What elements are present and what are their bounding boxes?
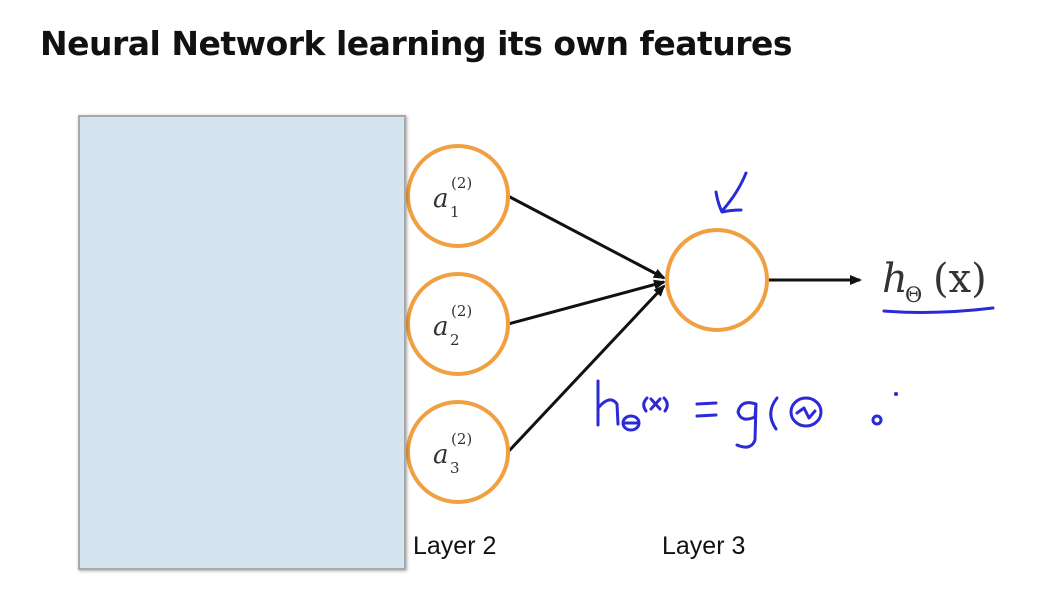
edge-a1-to-output: [507, 194, 666, 280]
svg-text:3: 3: [450, 459, 460, 477]
node-a3: a 3 (2): [406, 400, 510, 504]
svg-text:a: a: [433, 440, 449, 470]
edge-a3-to-output: [506, 284, 666, 454]
slide-title: Neural Network learning its own features: [40, 24, 793, 63]
node-output: [665, 228, 769, 332]
handwritten-equation: [596, 379, 898, 449]
svg-text:Θ: Θ: [905, 283, 922, 307]
svg-text:(2): (2): [451, 302, 472, 320]
svg-text:a: a: [433, 312, 449, 342]
node-a1: a 1 (2): [406, 144, 510, 248]
svg-text:(2): (2): [451, 174, 472, 192]
node-a2: a 2 (2): [406, 272, 510, 376]
covered-input-layer-panel: [78, 115, 406, 570]
svg-text:h: h: [882, 256, 908, 302]
layer-2-label: Layer 2: [413, 532, 497, 560]
svg-text:1: 1: [450, 203, 460, 221]
output-label: h Θ (x): [882, 256, 987, 307]
svg-text:(2): (2): [451, 430, 472, 448]
edge-a2-to-output: [507, 279, 666, 326]
svg-text:2: 2: [450, 331, 460, 349]
layer-3-label: Layer 3: [662, 532, 746, 560]
pointing-down-left-arrow: [714, 171, 748, 214]
handwritten-underline: [882, 306, 995, 314]
svg-text:a: a: [433, 184, 449, 214]
svg-text:(x): (x): [933, 256, 987, 302]
